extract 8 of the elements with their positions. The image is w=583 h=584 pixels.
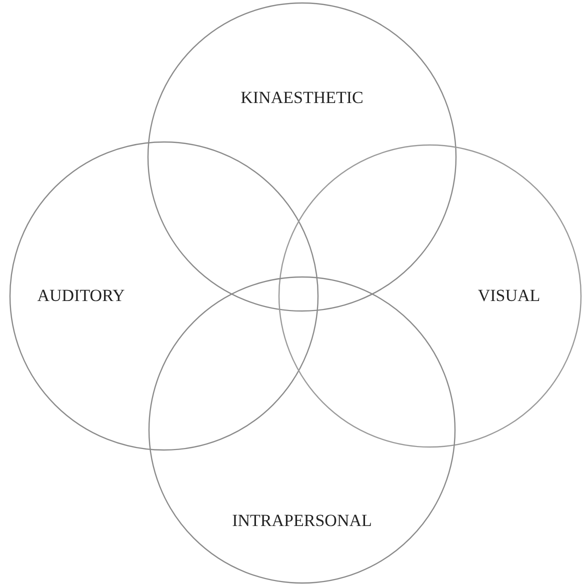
venn-circle [9,141,319,451]
circle-label: INTRAPERSONAL [232,511,372,531]
circle-label: AUDITORY [37,286,125,306]
venn-circle [148,276,456,584]
circle-label: KINAESTHETIC [240,88,364,108]
circle-label: VISUAL [478,286,540,306]
venn-circle [278,144,582,448]
venn-circle [147,2,457,312]
